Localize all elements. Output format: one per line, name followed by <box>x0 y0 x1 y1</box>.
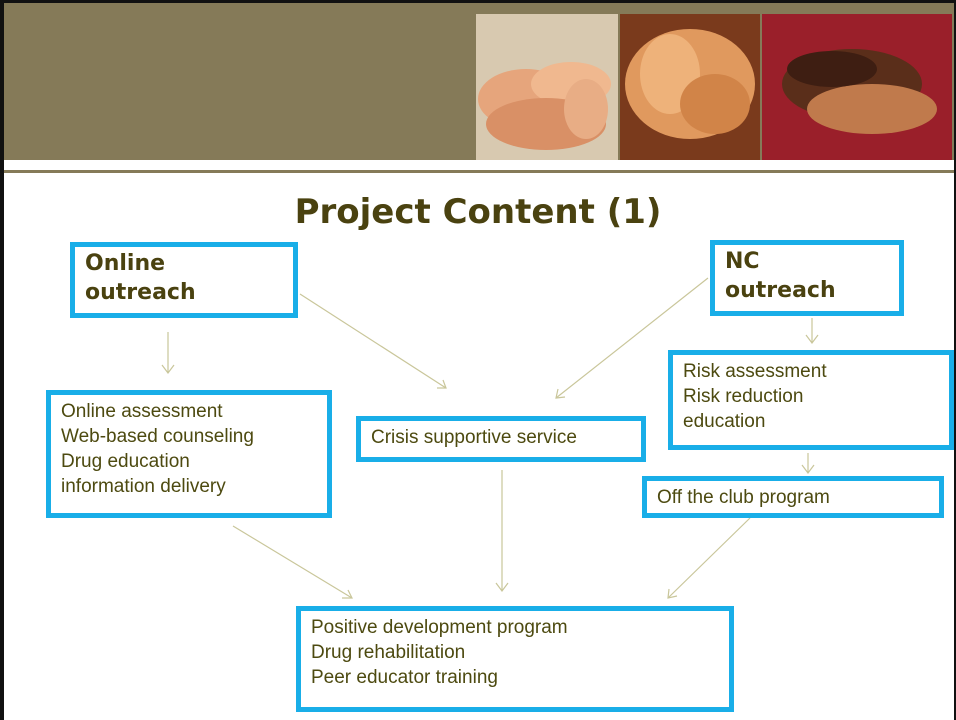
arrowhead-nc-to-risk <box>805 334 819 344</box>
off-club-line1: Off the club program <box>657 487 830 508</box>
frame-left-border <box>0 0 4 720</box>
frame-top-border <box>0 0 956 3</box>
risk-services-line3: education <box>683 411 766 432</box>
hands-photo-1 <box>476 14 618 160</box>
slide-title: Project Content (1) <box>294 192 662 232</box>
arrowhead-online-to-services <box>161 364 175 374</box>
nc-outreach-line2: outreach <box>725 278 836 303</box>
crisis-service-box: Crisis supportive service <box>356 416 646 462</box>
outcomes-box: Positive development program Drug rehabi… <box>296 606 734 712</box>
outcomes-line1: Positive development program <box>311 617 568 638</box>
online-services-box: Online assessment Web-based counseling D… <box>46 390 332 518</box>
arrow-nc-to-crisis <box>555 277 709 399</box>
online-services-line2: Web-based counseling <box>61 426 254 447</box>
arrowhead-risk-to-offclub <box>801 464 815 474</box>
nc-outreach-box: NC outreach <box>710 240 904 316</box>
arrowhead-nc-to-crisis <box>555 388 566 399</box>
arrow-online-to-crisis <box>299 293 447 389</box>
risk-services-box: Risk assessment Risk reduction education <box>668 350 954 450</box>
arrowhead-offclub-to-outcomes <box>667 588 678 599</box>
outcomes-line3: Peer educator training <box>311 667 498 688</box>
arrowhead-crisis-to-outcomes <box>495 582 509 592</box>
arrowhead-online-to-crisis <box>437 379 447 389</box>
risk-services-line2: Risk reduction <box>683 386 804 407</box>
header-divider <box>0 170 956 173</box>
frame-right-border <box>954 0 956 720</box>
arrowhead-services-to-outcomes <box>342 589 353 599</box>
online-services-line3: Drug education <box>61 451 190 472</box>
nc-outreach-line1: NC <box>725 249 760 274</box>
online-services-line4: information delivery <box>61 476 226 497</box>
online-outreach-line1: Online <box>85 251 166 276</box>
crisis-service-line1: Crisis supportive service <box>371 427 577 448</box>
outcomes-line2: Drug rehabilitation <box>311 642 466 663</box>
off-club-box: Off the club program <box>642 476 944 518</box>
hands-photo-3 <box>762 14 952 160</box>
online-outreach-line2: outreach <box>85 280 196 305</box>
arrow-offclub-to-outcomes <box>667 517 751 599</box>
risk-services-line1: Risk assessment <box>683 361 827 382</box>
online-services-line1: Online assessment <box>61 401 223 422</box>
online-outreach-box: Online outreach <box>70 242 298 318</box>
arrow-services-to-outcomes <box>232 525 353 599</box>
hands-photo-2 <box>620 14 760 160</box>
